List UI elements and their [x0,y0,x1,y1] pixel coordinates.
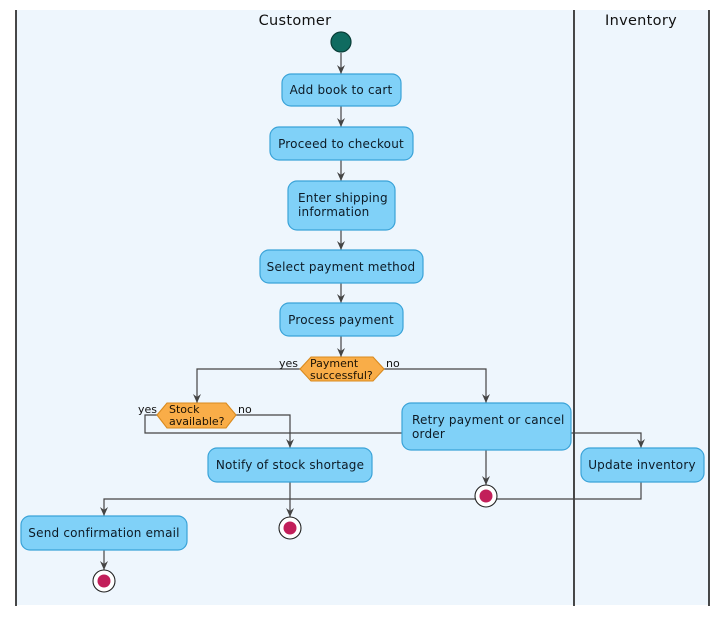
activity-retry-payment-label-line1: Retry payment or cancel [412,413,565,427]
inventory-lane [575,10,709,605]
activity-process-payment-label: Process payment [288,313,394,327]
decision-payment-successful: Payment successful? [299,356,385,382]
activity-notify-stock-shortage-label: Notify of stock shortage [216,458,364,472]
activity-process-payment: Process payment [279,302,404,337]
inventory-lane-title: Inventory [605,13,677,29]
customer-lane-title: Customer [259,13,332,29]
edge-stock-yes [144,414,645,448]
activity-enter-shipping: Enter shipping information [287,180,396,231]
edge-inventory-to-confirmation [100,482,642,516]
activity-proceed-to-checkout: Proceed to checkout [269,126,414,161]
activity-send-confirmation-email: Send confirmation email [20,515,188,551]
end-node-retry [474,484,498,508]
activity-enter-shipping-label-line1: Enter shipping [298,191,388,205]
flow-edges [100,53,645,570]
guard-payment-no: no [386,357,400,370]
activity-notify-stock-shortage: Notify of stock shortage [207,447,373,483]
activity-add-to-cart-label: Add book to cart [290,83,393,97]
decision-payment-successful-label-line1: Payment [310,357,359,370]
activity-retry-payment: Retry payment or cancel order [401,402,572,451]
guard-stock-yes: yes [138,403,157,416]
activity-proceed-to-checkout-label: Proceed to checkout [278,137,404,151]
decision-stock-available-label-line2: available? [169,415,225,428]
edge-payment-no [384,368,490,403]
edge-stock-no [236,414,294,448]
decision-stock-available-label-line1: Stock [169,403,200,416]
activity-select-payment-method: Select payment method [259,249,424,284]
end-node-confirmation [92,569,116,593]
activity-send-confirmation-email-label: Send confirmation email [28,526,179,540]
activity-select-payment-method-label: Select payment method [267,260,416,274]
decision-stock-available: Stock available? [156,402,237,429]
activity-update-inventory-label: Update inventory [588,458,696,472]
swimlanes: Customer Inventory [15,10,710,606]
guard-stock-no: no [238,403,252,416]
end-node-shortage [278,516,302,540]
activity-add-to-cart: Add book to cart [281,73,402,107]
activity-enter-shipping-label-line2: information [298,205,369,219]
activity-retry-payment-label-line2: order [412,427,445,441]
start-node [330,31,352,53]
decision-payment-successful-label-line2: successful? [310,369,373,382]
guard-payment-yes: yes [279,357,298,370]
activity-update-inventory: Update inventory [580,447,705,483]
edge-payment-yes [193,368,300,403]
